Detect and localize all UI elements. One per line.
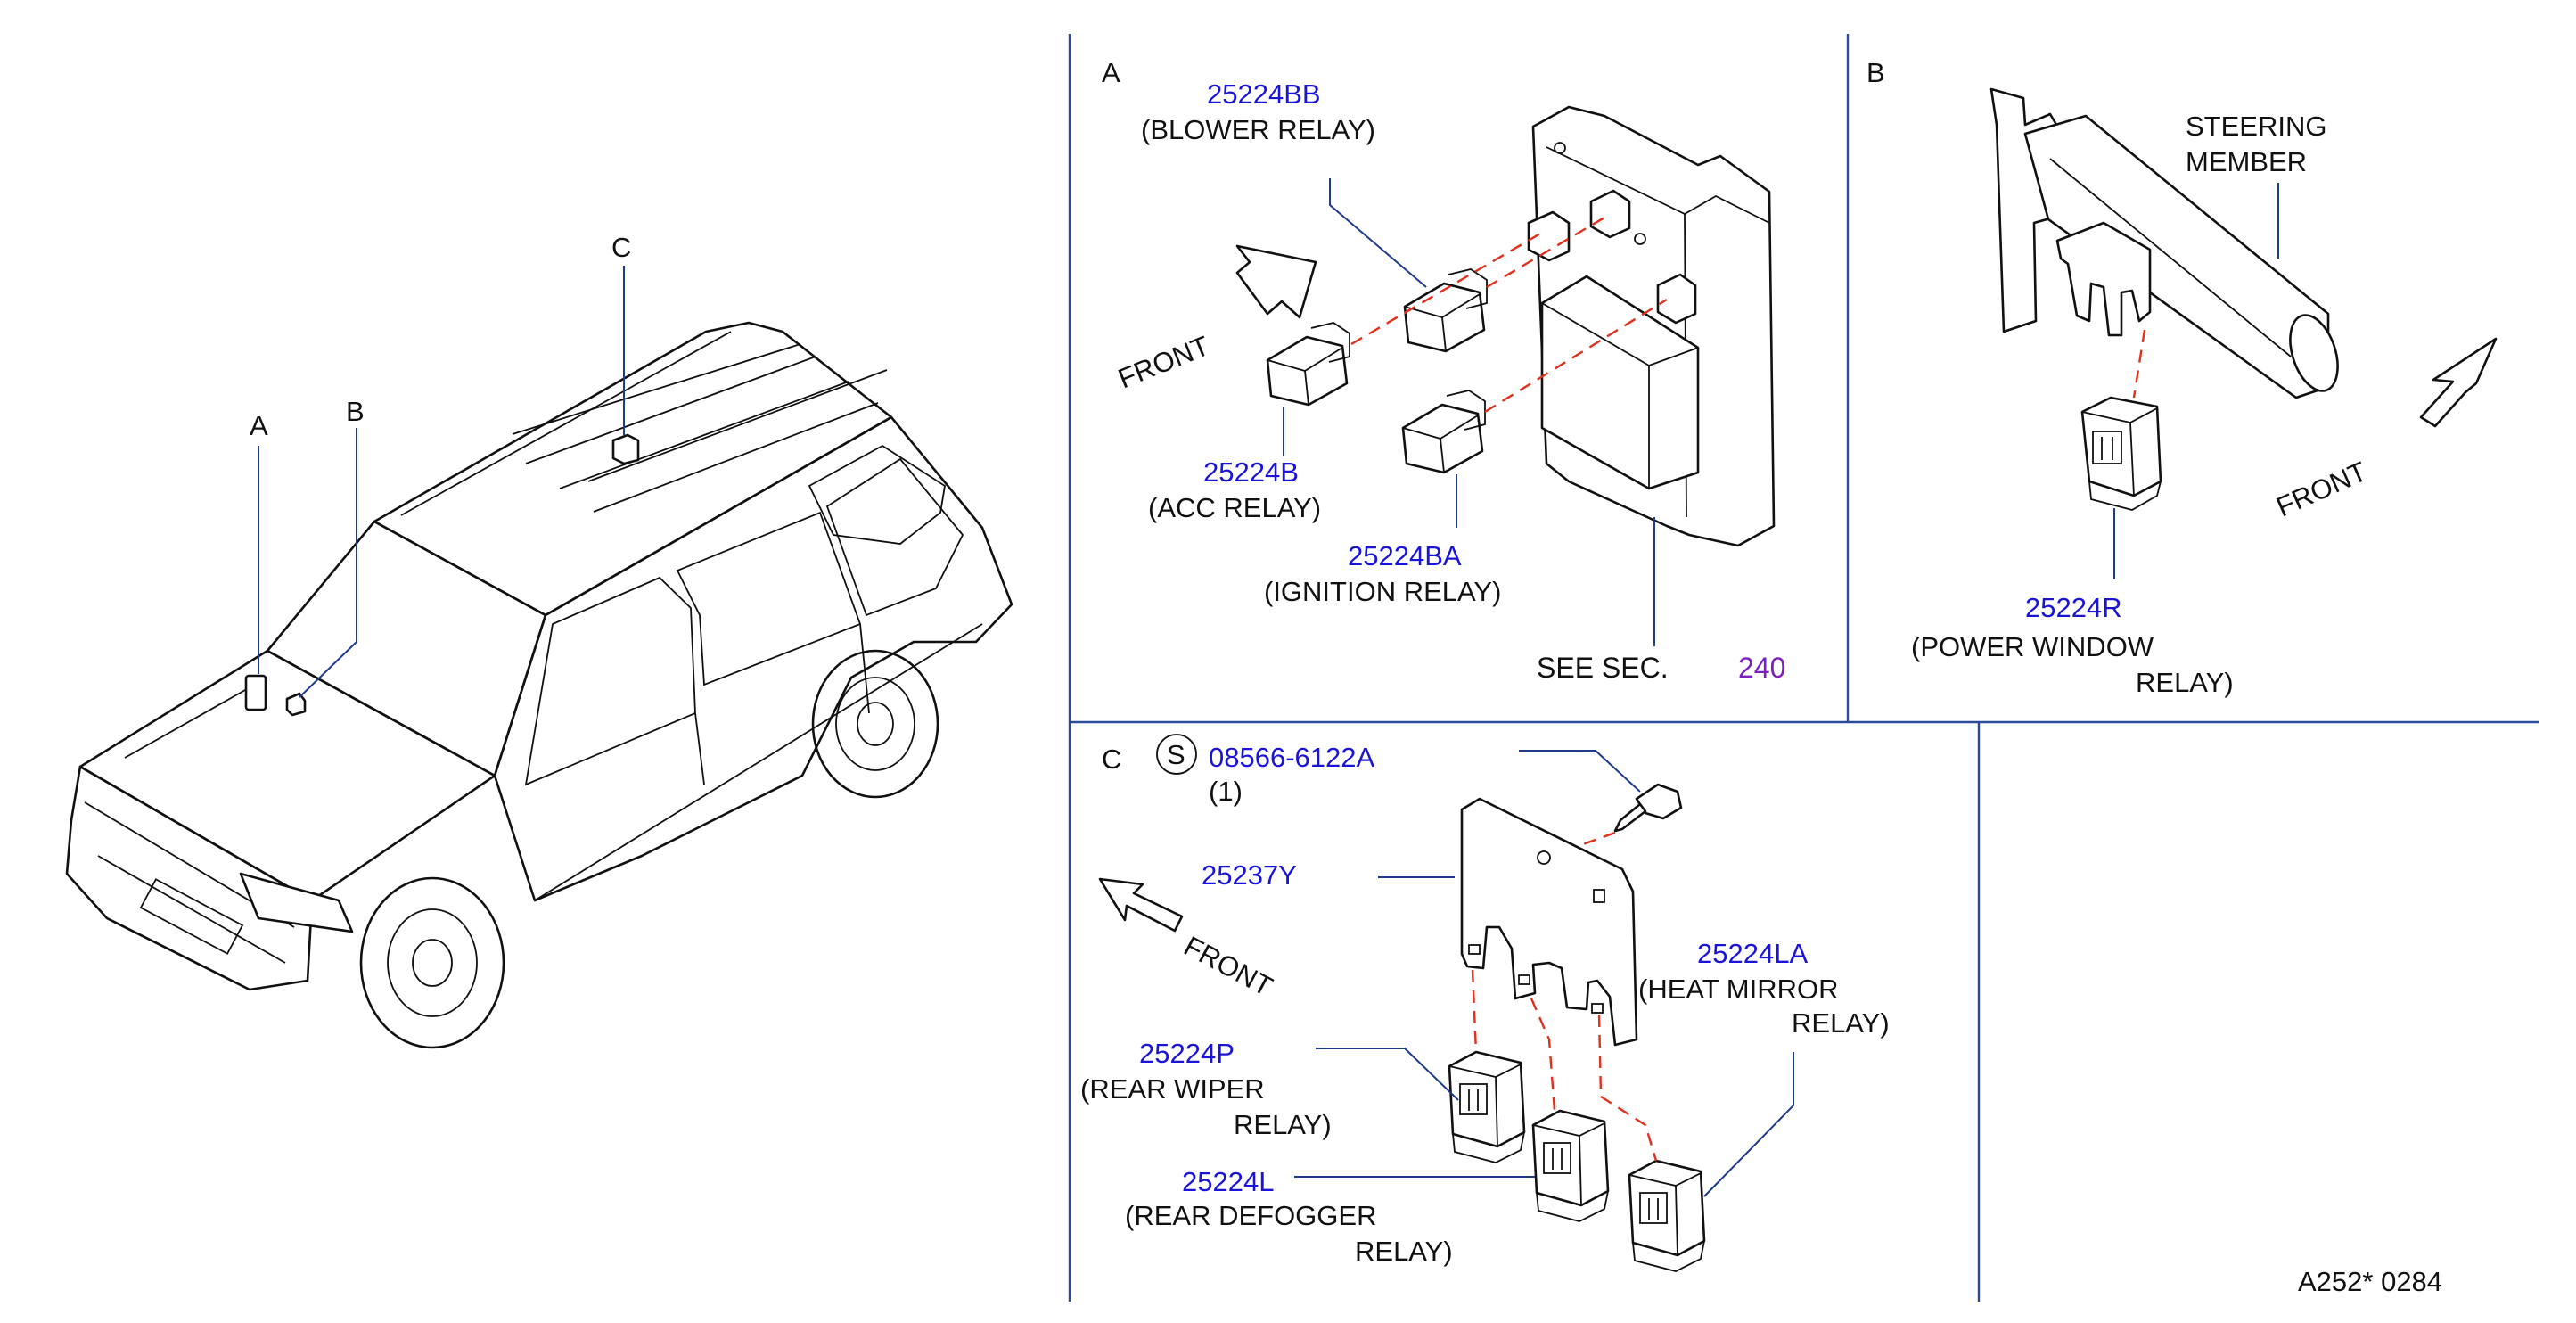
location-c-relay <box>611 433 640 465</box>
screw-symbol-letter: S <box>1167 739 1185 770</box>
section-c-letter: C <box>1102 744 1121 775</box>
rear-defogger-relay-name-1: (REAR DEFOGGER <box>1125 1200 1376 1231</box>
heat-mirror-relay-name-2: RELAY) <box>1792 1007 1890 1039</box>
rear-wiper-relay-part-number: 25224P <box>1139 1038 1235 1069</box>
ignition-relay <box>1401 390 1486 474</box>
heat-mirror-relay-part-number: 25224LA <box>1697 938 1808 969</box>
acc-relay-part-number: 25224B <box>1203 456 1299 488</box>
see-sec-number: 240 <box>1738 652 1785 684</box>
relay-bracket <box>1460 797 1638 1047</box>
section-b-front-label: FRONT <box>2272 456 2372 522</box>
vehicle-rear-wheel <box>811 649 939 799</box>
location-b-relay <box>285 692 307 717</box>
section-b-letter: B <box>1866 57 1885 88</box>
steering-member-label-2: MEMBER <box>2186 146 2307 177</box>
location-a-relay <box>244 674 267 711</box>
vehicle-windshield <box>266 520 547 777</box>
power-window-relay-part-number: 25224R <box>2025 592 2122 623</box>
heat-mirror-relay <box>1628 1159 1706 1272</box>
panel-frame <box>1068 34 2539 1302</box>
steering-member <box>1989 87 2339 399</box>
ignition-relay-name: (IGNITION RELAY) <box>1264 576 1501 607</box>
control-unit <box>1527 105 1776 547</box>
section-c-front-label: FRONT <box>1179 930 1278 1002</box>
vehicle-front-bumper <box>65 765 314 991</box>
bracket-part-number: 25237Y <box>1202 859 1297 891</box>
acc-relay-name: (ACC RELAY) <box>1148 492 1321 523</box>
rear-wiper-relay-name-1: (REAR WIPER <box>1080 1073 1265 1105</box>
front-arrow-icon <box>1235 244 1317 319</box>
blower-relay-part-number: 25224BB <box>1207 78 1321 110</box>
rear-wiper-relay-name-2: RELAY) <box>1234 1109 1332 1140</box>
ignition-relay-part-number: 25224BA <box>1348 540 1462 571</box>
rear-defogger-relay <box>1531 1109 1610 1222</box>
callout-c: C <box>611 232 631 263</box>
power-window-relay-name-1: (POWER WINDOW <box>1911 631 2154 662</box>
acc-relay <box>1266 322 1350 407</box>
screw-quantity: (1) <box>1209 776 1243 807</box>
vehicle-illustration <box>65 266 1013 1049</box>
front-arrow-icon <box>2419 337 2498 428</box>
section-a-letter: A <box>1102 57 1120 88</box>
callout-a: A <box>250 410 268 441</box>
screw-symbol <box>1156 734 1197 775</box>
callout-b: B <box>346 396 365 427</box>
see-sec-label: SEE SEC. <box>1537 652 1669 684</box>
rear-wiper-relay <box>1448 1050 1526 1163</box>
vehicle-roof <box>373 321 893 617</box>
rear-defogger-relay-part-number: 25224L <box>1182 1166 1274 1197</box>
power-window-relay <box>2080 396 2162 511</box>
vehicle-front-wheel <box>359 876 505 1049</box>
blower-relay <box>1403 268 1488 353</box>
vehicle-body-side <box>493 415 1013 902</box>
rear-defogger-relay-name-2: RELAY) <box>1355 1236 1453 1267</box>
vehicle-hood <box>78 649 496 902</box>
section-a-front-label: FRONT <box>1114 330 1214 394</box>
blower-relay-name: (BLOWER RELAY) <box>1141 114 1375 145</box>
screw-part-number: 08566-6122A <box>1209 742 1374 773</box>
screw <box>1613 783 1683 833</box>
power-window-relay-name-2: RELAY) <box>2136 667 2234 698</box>
front-arrow-icon <box>1098 877 1184 933</box>
diagram-code: A252* 0284 <box>2298 1266 2442 1297</box>
heat-mirror-relay-name-1: (HEAT MIRROR <box>1638 974 1838 1005</box>
steering-member-label-1: STEERING <box>2186 111 2326 142</box>
